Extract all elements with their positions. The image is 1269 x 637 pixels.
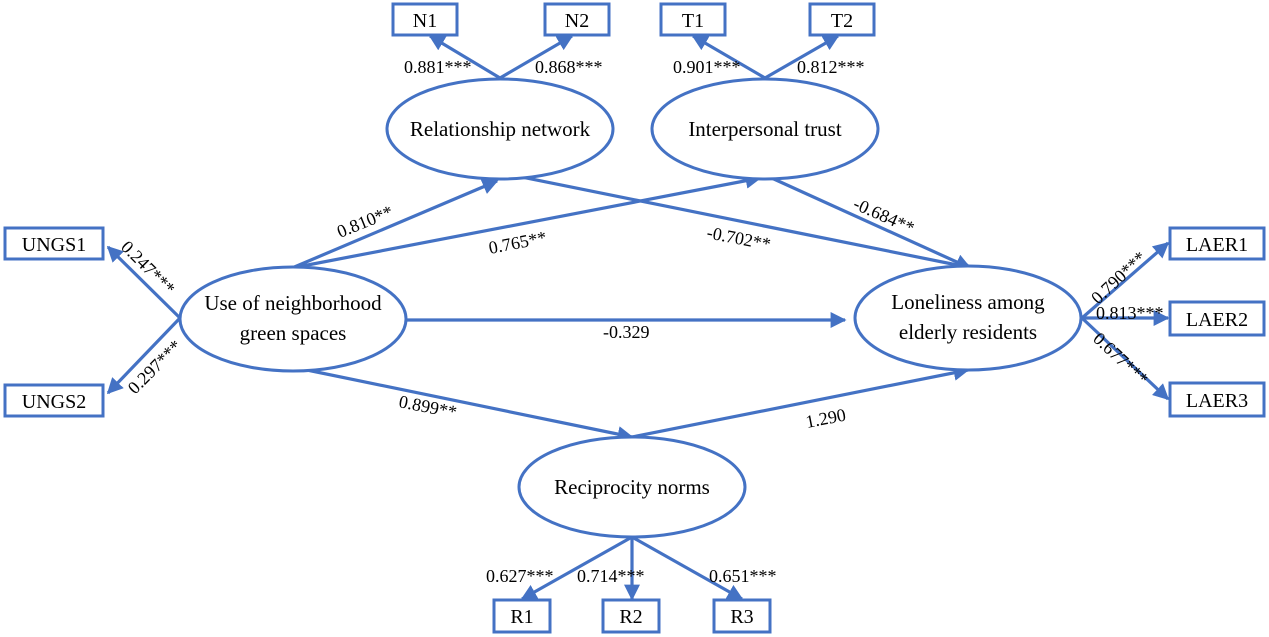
node-label-line1: Loneliness among bbox=[891, 290, 1045, 314]
node-label-line1: Use of neighborhood bbox=[204, 291, 382, 315]
path-reciprocity-norms-to-laer bbox=[631, 364, 970, 439]
coef-ungs-to-it: 0.765** bbox=[487, 227, 548, 258]
loading-arrow-n2 bbox=[499, 34, 574, 80]
coef-rcp-to-laer: 1.290 bbox=[804, 405, 848, 432]
loading-arrow-ungs2 bbox=[106, 316, 182, 395]
svg-text:R3: R3 bbox=[730, 606, 753, 628]
node-label-line2: elderly residents bbox=[899, 320, 1037, 344]
loading-n2: 0.868*** bbox=[535, 57, 603, 77]
loading-laer1: 0.790*** bbox=[1087, 247, 1150, 308]
svg-text:T1: T1 bbox=[682, 10, 704, 32]
loading-r1: 0.627*** bbox=[486, 566, 554, 586]
loading-arrow-r3 bbox=[631, 535, 744, 601]
svg-text:T2: T2 bbox=[831, 10, 853, 32]
indicator-laer2: LAER2 bbox=[1168, 300, 1266, 337]
node-label: Relationship network bbox=[410, 117, 591, 141]
coef-it-to-laer: -0.684** bbox=[850, 193, 917, 238]
loading-arrow-laer3 bbox=[1080, 316, 1170, 401]
loading-ungs1: 0.247*** bbox=[117, 237, 179, 299]
svg-text:LAER2: LAER2 bbox=[1186, 309, 1248, 331]
path-interpersonal-trust-to-laer bbox=[764, 173, 972, 270]
svg-text:R1: R1 bbox=[510, 606, 533, 628]
indicator-n1: N1 bbox=[391, 2, 459, 37]
node-label: Reciprocity norms bbox=[554, 475, 710, 499]
indicator-t2: T2 bbox=[808, 2, 876, 37]
indicator-laer1: LAER1 bbox=[1168, 226, 1266, 261]
node-relationship-network: Relationship network bbox=[385, 77, 615, 181]
path-ungs-to-relationship-network bbox=[291, 179, 499, 270]
svg-text:UNGS2: UNGS2 bbox=[22, 391, 86, 413]
loading-arrow-t1 bbox=[691, 34, 766, 80]
loading-n1: 0.881*** bbox=[404, 57, 472, 77]
loading-arrow-laer1 bbox=[1080, 241, 1170, 320]
coef-ungs-to-rcp: 0.899** bbox=[397, 391, 458, 422]
node-reciprocity-norms: Reciprocity norms bbox=[517, 435, 747, 539]
path-ungs-to-interpersonal-trust bbox=[291, 172, 762, 270]
indicator-ungs2: UNGS2 bbox=[3, 383, 105, 418]
loading-arrow-r1 bbox=[520, 535, 633, 601]
indicator-n2: N2 bbox=[543, 2, 611, 37]
coef-ungs-to-laer: -0.329 bbox=[603, 322, 650, 342]
node-loneliness-among-elderly-residents: Loneliness among elderly residents bbox=[853, 264, 1083, 372]
svg-text:N1: N1 bbox=[413, 10, 437, 32]
node-label: Interpersonal trust bbox=[688, 117, 842, 141]
indicator-ungs1: UNGS1 bbox=[3, 226, 105, 261]
path-ungs-to-reciprocity-norms bbox=[301, 367, 634, 442]
svg-text:N2: N2 bbox=[565, 10, 589, 32]
loading-t1: 0.901*** bbox=[673, 57, 741, 77]
node-label-line2: green spaces bbox=[240, 321, 347, 345]
indicator-r2: R2 bbox=[601, 598, 661, 634]
loading-laer2: 0.813*** bbox=[1096, 303, 1164, 323]
indicator-r1: R1 bbox=[492, 598, 552, 634]
svg-text:LAER3: LAER3 bbox=[1186, 390, 1248, 412]
indicator-t1: T1 bbox=[659, 2, 727, 37]
svg-text:LAER1: LAER1 bbox=[1186, 234, 1248, 256]
loading-arrow-t2 bbox=[764, 34, 840, 80]
loading-arrow-ungs1 bbox=[106, 245, 182, 320]
loading-r2: 0.714*** bbox=[577, 566, 645, 586]
svg-text:UNGS1: UNGS1 bbox=[22, 234, 86, 256]
indicator-r3: R3 bbox=[712, 598, 772, 634]
node-use-of-neighborhood-green-spaces: Use of neighborhood green spaces bbox=[178, 265, 408, 373]
loading-r3: 0.651*** bbox=[709, 566, 777, 586]
loading-t2: 0.812*** bbox=[797, 57, 865, 77]
svg-text:R2: R2 bbox=[619, 606, 642, 628]
loading-arrow-n1 bbox=[428, 34, 501, 80]
path-relationship-network-to-laer bbox=[496, 170, 974, 273]
indicator-laer3: LAER3 bbox=[1168, 381, 1266, 418]
node-interpersonal-trust: Interpersonal trust bbox=[650, 77, 880, 181]
loading-laer3: 0.677*** bbox=[1089, 328, 1152, 389]
